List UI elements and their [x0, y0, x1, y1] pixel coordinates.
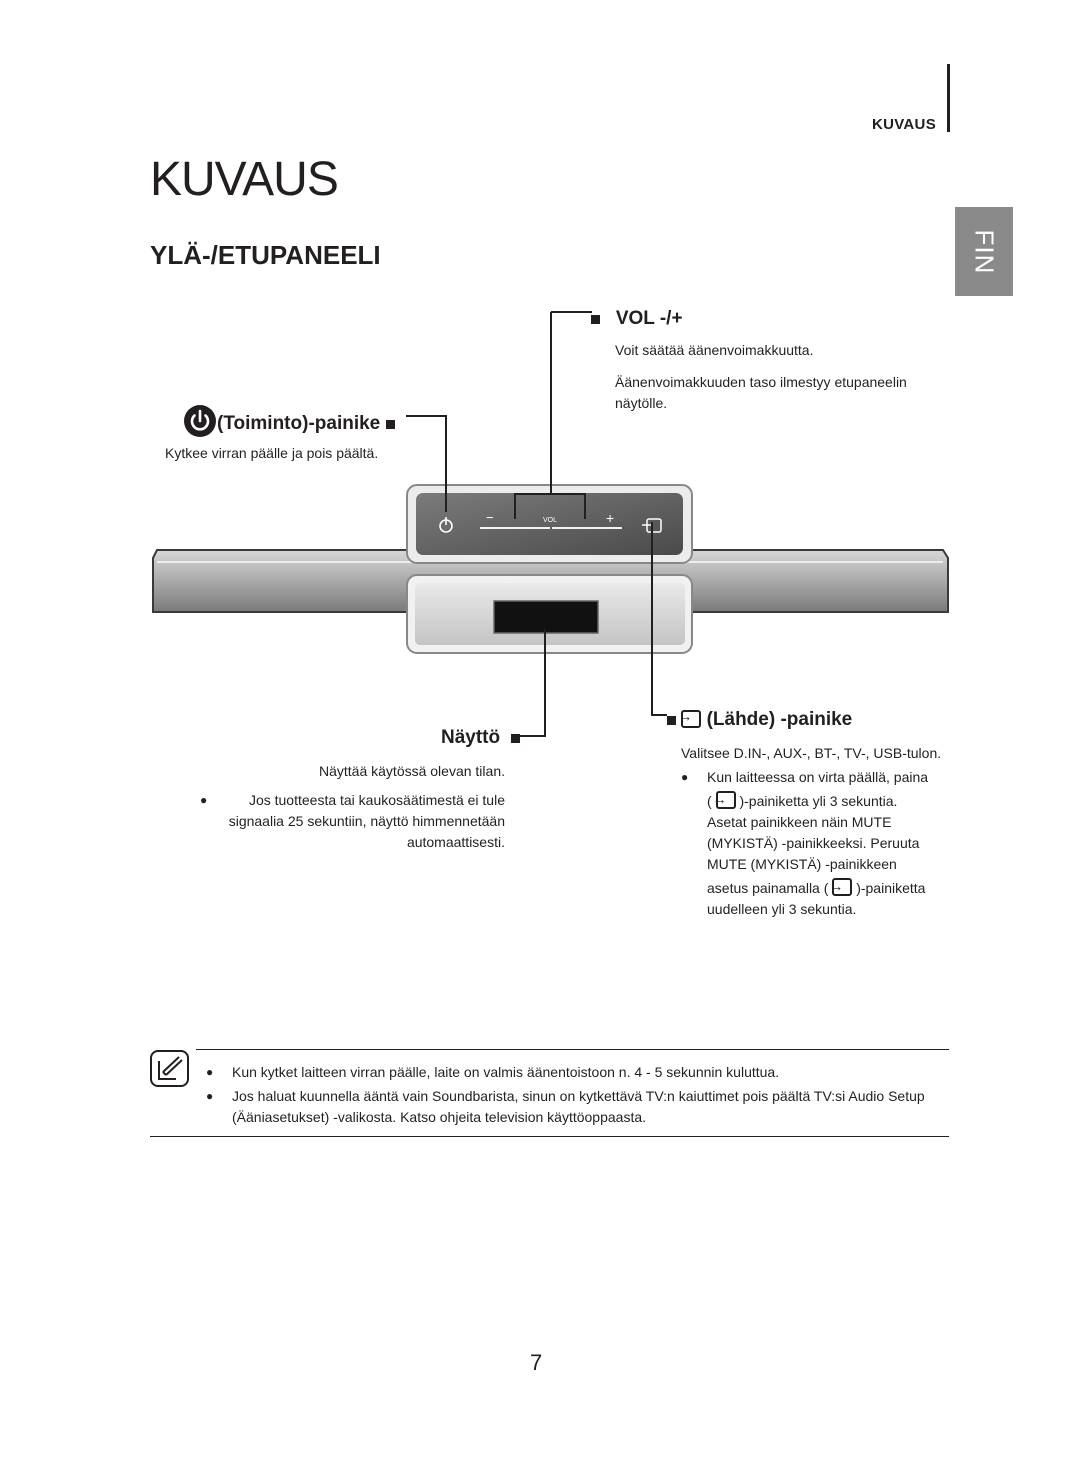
- power-icon: [184, 405, 216, 437]
- note-icon: [150, 1050, 189, 1087]
- power-title: (Toiminto)-painike: [217, 413, 381, 434]
- source-bullet: Kun laitteessa on virta päällä, paina ( …: [681, 767, 951, 920]
- source-callout-title: (Lähde) -painike: [667, 708, 853, 731]
- vol-callout: VOL -/+: [591, 308, 683, 330]
- callout-marker: [510, 734, 520, 743]
- notes-list: Kun kytket laitteen virran päälle, laite…: [206, 1062, 951, 1128]
- panel-power-icon: [439, 517, 453, 533]
- vol-line-2: Äänenvoimakkuuden taso ilmestyy etupanee…: [615, 374, 907, 411]
- display-bullet: Jos tuotteesta tai kaukosäätimestä ei tu…: [200, 790, 505, 853]
- callout-marker: [667, 716, 676, 725]
- source-icon: [829, 876, 853, 897]
- power-callout-title: (Toiminto)-painike: [183, 404, 395, 438]
- display-text: Näyttää käytössä olevan tilan.: [319, 763, 505, 779]
- vol-description: Voit säätää äänenvoimakkuutta. Äänenvoim…: [615, 340, 945, 414]
- note-item-2: Jos haluat kuunnella ääntä vain Soundbar…: [206, 1086, 951, 1128]
- note-item-1: Kun kytket laitteen virran päälle, laite…: [206, 1062, 951, 1083]
- source-bullet-line-b: ( )-painiketta yli 3 sekuntia.: [707, 789, 951, 812]
- source-bullet-line-a: Kun laitteessa on virta päällä, paina: [707, 769, 929, 785]
- callout-marker: [591, 315, 600, 324]
- source-bullet-line-d: asetus painamalla ( )-painiketta: [707, 876, 951, 899]
- notes-top-rule: [196, 1049, 949, 1050]
- vol-title: VOL -/+: [615, 308, 683, 329]
- language-tab: FIN: [955, 207, 1013, 296]
- page-number: 7: [530, 1350, 543, 1375]
- language-tab-label: FIN: [969, 229, 1000, 274]
- power-description: Kytkee virran päälle ja pois päältä.: [165, 445, 379, 461]
- callout-marker: [385, 420, 395, 429]
- section-title: YLÄ-/ETUPANEELI: [150, 240, 381, 270]
- source-icon: [713, 789, 736, 810]
- display-callout-title: Näyttö: [441, 727, 520, 749]
- display-title: Näyttö: [441, 727, 501, 748]
- source-text: Valitsee D.IN-, AUX-, BT-, TV-, USB-tulo…: [681, 745, 942, 761]
- source-bullet-line-e: uudelleen yli 3 sekuntia.: [707, 901, 857, 917]
- source-bullet-line-c: Asetat painikkeen näin MUTE (MYKISTÄ) -p…: [707, 814, 920, 872]
- panel-minus: −: [486, 510, 494, 525]
- source-icon: [678, 708, 702, 728]
- page-title: KUVAUS: [150, 153, 339, 206]
- header-divider: [947, 64, 950, 132]
- source-title: (Lähde) -painike: [706, 709, 853, 730]
- vol-line-1: Voit säätää äänenvoimakkuutta.: [615, 342, 814, 358]
- running-header: KUVAUS: [871, 116, 936, 133]
- display-description: Näyttää käytössä olevan tilan. Jos tuott…: [200, 761, 505, 853]
- notes-bottom-rule: [150, 1136, 949, 1137]
- panel-plus: +: [606, 510, 614, 526]
- soundbar-illustration: − VOL +: [152, 311, 949, 737]
- source-description: Valitsee D.IN-, AUX-, BT-, TV-, USB-tulo…: [681, 743, 951, 920]
- panel-vol-label: VOL: [543, 517, 557, 524]
